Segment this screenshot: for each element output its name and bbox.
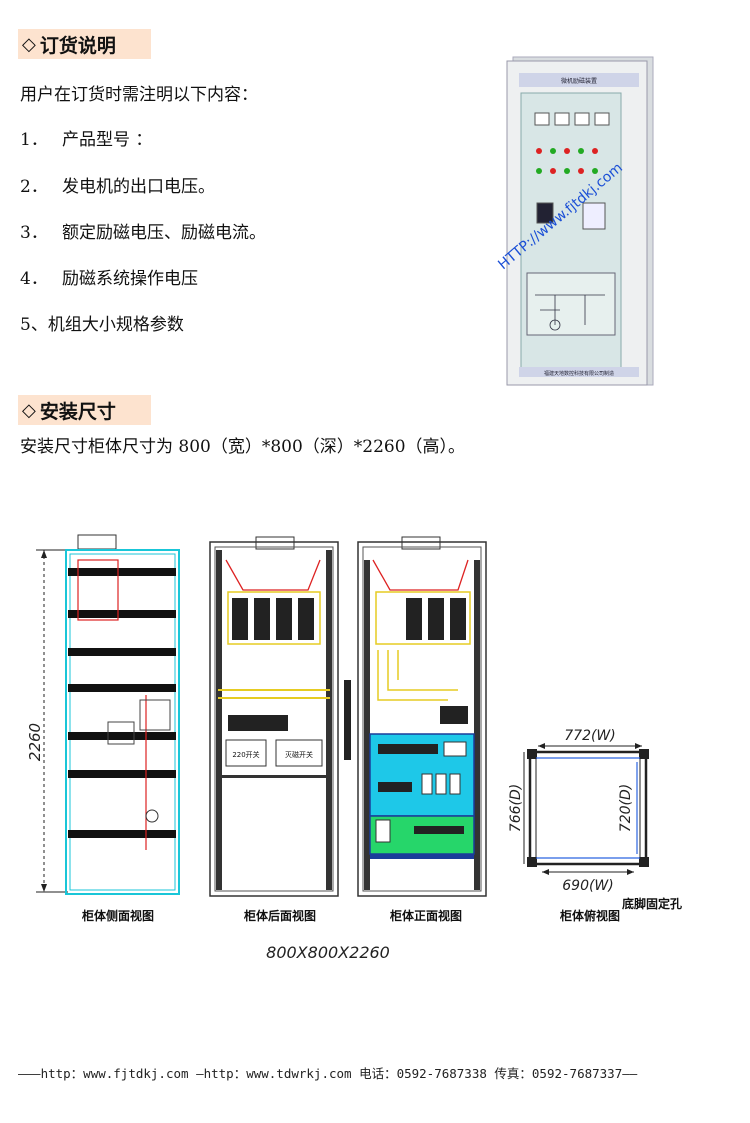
front-view [357,536,487,897]
bottom-width-dimension: 690(W) [562,878,614,894]
diamond-icon: ◇ [22,399,36,421]
photo-bottom-label: 福建天地数控科技有限公司制造 [544,370,614,377]
base-view-caption: 柜体俯视图 [560,909,621,923]
footer-contact: ———http：www.fjtdkj.com —http：www.tdwrkj.… [18,1066,638,1081]
front-view-caption: 柜体正面视图 [390,909,463,923]
back-view-caption: 柜体后面视图 [244,909,317,923]
order-item-5: 5、机组大小规格参数 [20,315,184,335]
separator-strip [344,680,351,760]
install-description: 安装尺寸柜体尺寸为 800（宽）*800（深）*2260（高）。 [20,437,466,457]
section-heading-order: ◇ 订货说明 [18,29,151,59]
cabinet-photo: 微机励磁装置 福建天地数控科技有限公司制造 HTTP://www.fjtdkj.… [495,56,654,386]
back-box-2-label: 灭磁开关 [285,750,313,759]
diamond-icon: ◇ [22,33,36,55]
order-item-4: 4．励磁系统操作电压 [20,269,198,289]
back-box-1-label: 220开关 [232,750,259,759]
back-view: 220开关 灭磁开关 [209,536,339,897]
photo-top-label: 微机励磁装置 [561,77,597,85]
mounting-holes-caption: 底脚固定孔 [622,897,683,911]
order-item-2: 2．发电机的出口电压。 [20,177,215,197]
side-view [65,534,180,895]
section-heading-install: ◇ 安装尺寸 [18,395,151,425]
order-intro: 用户在订货时需注明以下内容： [20,85,258,105]
order-item-3: 3．额定励磁电压、励磁电流。 [20,223,266,243]
base-view: 772(W) 766(D) 720(D) 690(W) [508,728,649,894]
height-dimension: 2260 [28,723,44,761]
order-item-1: 1．产品型号 ： [20,130,153,150]
overall-dimensions: 800X800X2260 [266,943,390,962]
top-width-dimension: 772(W) [564,728,616,744]
cabinet-drawing: 2260 220开关 灭磁开关 [28,534,649,962]
top-depth-inner-dimension: 720(D) [618,784,634,832]
side-view-caption: 柜体侧面视图 [82,909,155,923]
top-depth-outer-dimension: 766(D) [508,784,524,832]
